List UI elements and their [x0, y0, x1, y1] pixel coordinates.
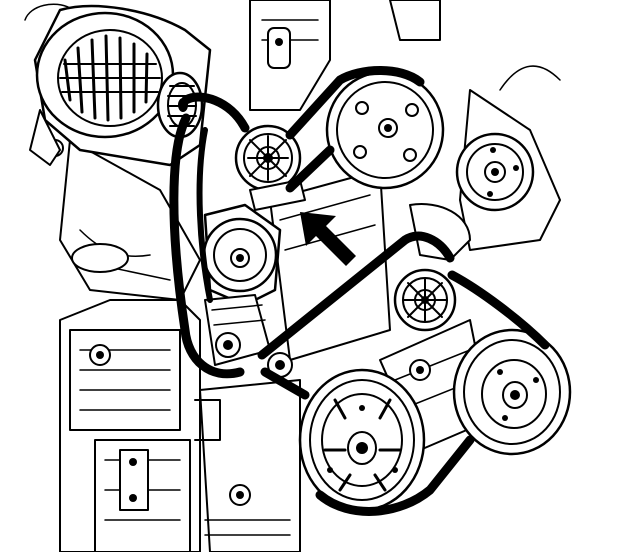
ac-compressor-pulley [452, 328, 572, 456]
idler-pulley-lower [393, 268, 457, 332]
serpentine-belt [169, 66, 550, 516]
water-pump-pulley [409, 132, 535, 261]
power-steering-pump-pulley [325, 70, 445, 190]
crankshaft-pulley [298, 368, 426, 512]
arrow-icon [300, 212, 356, 266]
alternator [24, 3, 212, 167]
idler-pulley [234, 124, 306, 211]
belt-tensioner [202, 203, 282, 366]
